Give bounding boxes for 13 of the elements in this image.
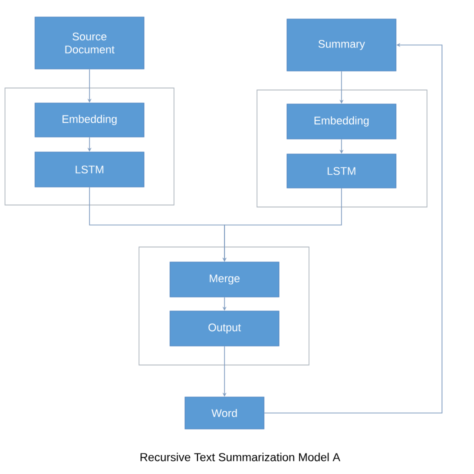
group-frame xyxy=(256,90,428,208)
process-box: Word xyxy=(184,396,264,430)
process-box: Summary xyxy=(286,18,396,72)
group-frame xyxy=(4,88,174,206)
process-box: Embedding xyxy=(286,104,396,140)
process-box: Embedding xyxy=(34,102,144,138)
process-box: LSTM xyxy=(34,152,144,188)
process-box: LSTM xyxy=(286,154,396,188)
caption: Recursive Text Summarization Model A xyxy=(140,452,340,462)
process-box: Source Document xyxy=(34,16,144,70)
process-box: Merge xyxy=(170,262,280,298)
process-box: Output xyxy=(170,310,280,346)
group-frame xyxy=(138,246,310,366)
